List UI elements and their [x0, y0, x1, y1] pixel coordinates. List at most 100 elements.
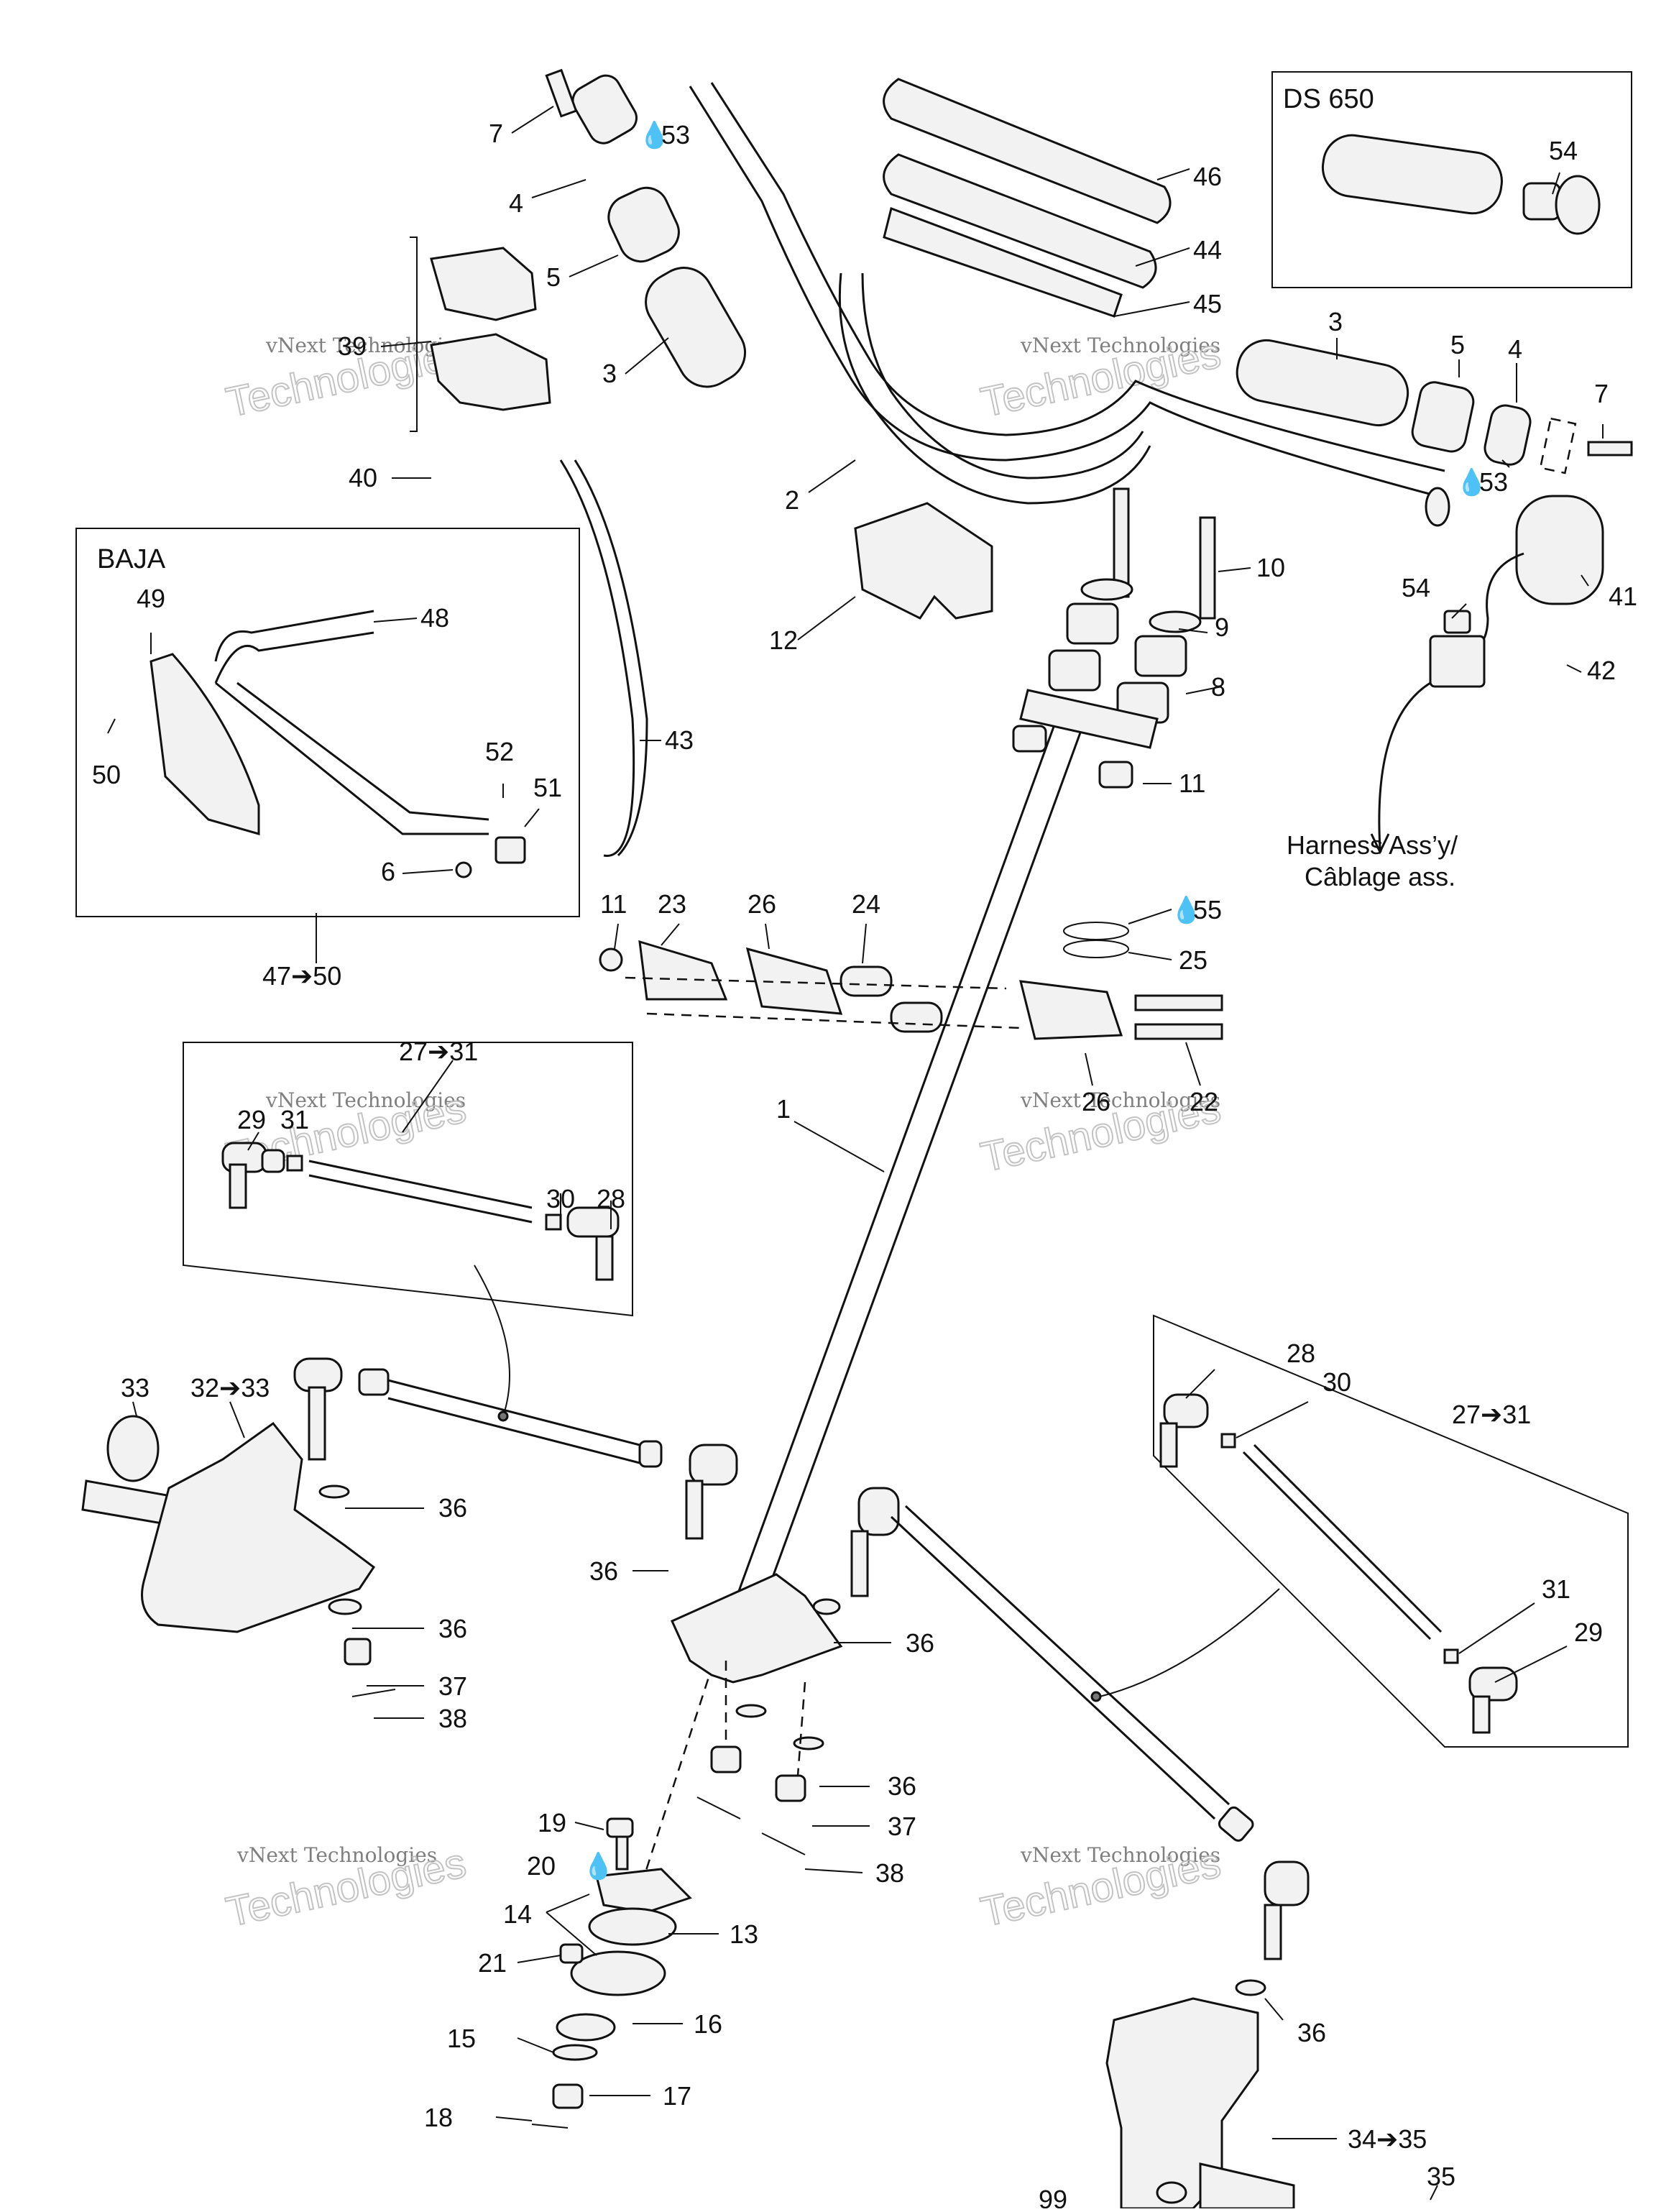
label-38: 38 — [875, 1858, 904, 1888]
label-54-ds650: 54 — [1549, 136, 1578, 165]
label-7: 7 — [489, 119, 503, 148]
label-40: 40 — [349, 463, 377, 492]
label-24: 24 — [852, 889, 880, 919]
label-15: 15 — [447, 2024, 476, 2053]
label-16: 16 — [694, 2009, 722, 2039]
right-tierod — [850, 1487, 1310, 1960]
label-44: 44 — [1193, 235, 1222, 265]
tierod-box-top — [183, 1042, 633, 1422]
label-36: 36 — [438, 1493, 467, 1523]
label-52: 52 — [485, 737, 514, 766]
label-19: 19 — [538, 1808, 566, 1837]
oil-drop-icon: 💧 — [1455, 467, 1488, 497]
tierod-range-right: 27➔31 — [1452, 1400, 1531, 1429]
steering-column — [631, 718, 1087, 1913]
label-30: 30 — [546, 1184, 575, 1213]
label-36: 36 — [438, 1614, 467, 1643]
label-29-right: 29 — [1574, 1617, 1603, 1647]
baja-title: BAJA — [97, 544, 166, 574]
throttle-housing — [410, 237, 551, 432]
left-tierod — [293, 1357, 738, 1540]
label-49: 49 — [137, 584, 165, 613]
label-37: 37 — [888, 1812, 916, 1841]
watermarks: vNext Technologies Technologies vNext Te… — [221, 329, 1225, 1937]
label-53: 53 — [661, 120, 690, 150]
label-48: 48 — [420, 603, 449, 633]
label-21: 21 — [478, 1948, 507, 1978]
label-17: 17 — [663, 2081, 691, 2111]
label-31: 31 — [280, 1105, 309, 1134]
clamp-cover — [854, 502, 993, 620]
label-36: 36 — [906, 1628, 934, 1658]
label-14: 14 — [503, 1899, 532, 1929]
left-grip-parts — [545, 68, 747, 388]
label-5-right: 5 — [1450, 330, 1465, 359]
label-20: 20 — [527, 1851, 556, 1881]
label-11-mid: 11 — [600, 889, 627, 919]
label-31-right: 31 — [1542, 1574, 1570, 1604]
harness-line1: Harness Ass’y/ — [1287, 830, 1458, 860]
label-26-right: 26 — [1082, 1087, 1110, 1116]
label-42: 42 — [1587, 656, 1616, 685]
label-1: 1 — [776, 1094, 791, 1124]
label-34-35: 34➔35 — [1348, 2124, 1427, 2154]
label-10: 10 — [1256, 553, 1285, 582]
label-11: 11 — [1179, 768, 1205, 798]
label-12: 12 — [769, 625, 798, 655]
label-35: 35 — [1427, 2162, 1455, 2191]
label-4: 4 — [509, 188, 523, 218]
leader-lines — [107, 106, 1604, 2200]
label-53-right: 53 — [1479, 467, 1508, 497]
harness-line2: Câblage ass. — [1305, 862, 1455, 891]
right-spindle — [1105, 1979, 1295, 2210]
throttle-cable — [559, 459, 635, 857]
label-32-33: 32➔33 — [190, 1373, 270, 1403]
label-4-right: 4 — [1508, 334, 1522, 364]
oil-drop-icon: 💧 — [638, 120, 671, 150]
right-grip-parts — [1236, 339, 1633, 474]
label-36-right: 36 — [1297, 2018, 1326, 2047]
label-28-right: 28 — [1287, 1339, 1315, 1368]
label-50: 50 — [92, 760, 121, 789]
label-23: 23 — [658, 889, 686, 919]
oil-drop-icon: 💧 — [1170, 895, 1202, 924]
tierod-box-right — [1099, 1314, 1629, 1748]
watermark-text: vNext Technologies — [1020, 334, 1220, 357]
label-18: 18 — [424, 2103, 453, 2132]
tierod-range-top: 27➔31 — [399, 1037, 478, 1066]
baja-box: BAJA 47➔50 — [75, 528, 580, 991]
handlebar-pads — [883, 78, 1172, 318]
label-3: 3 — [602, 359, 617, 388]
label-5: 5 — [546, 262, 561, 292]
left-spindle — [81, 1415, 396, 1697]
label-6: 6 — [381, 857, 395, 886]
label-3-right: 3 — [1328, 307, 1343, 336]
watermark-text: vNext Technologies — [265, 1088, 466, 1112]
watermark-text: vNext Technologies — [236, 1843, 437, 1867]
handlebar — [689, 82, 1450, 527]
label-22: 22 — [1190, 1087, 1218, 1116]
label-45: 45 — [1193, 289, 1222, 318]
label-26: 26 — [748, 889, 776, 919]
harness-caption: Harness Ass’y/ Câblage ass. — [1287, 830, 1458, 891]
label-25: 25 — [1179, 945, 1208, 975]
label-28: 28 — [597, 1184, 625, 1213]
mid-clamp — [599, 922, 1223, 1040]
label-99: 99 — [1039, 2185, 1067, 2208]
label-30-right: 30 — [1322, 1367, 1351, 1397]
baja-range-label: 47➔50 — [262, 961, 341, 991]
label-43: 43 — [665, 725, 694, 755]
label-33: 33 — [121, 1373, 150, 1403]
label-41: 41 — [1609, 582, 1637, 611]
callout-labels: 7 💧 53 4 5 3 39 40 2 12 43 46 44 45 3 5 … — [92, 119, 1637, 2212]
label-36: 36 — [589, 1556, 618, 1586]
watermark-text: vNext Technologies — [1020, 1843, 1220, 1867]
label-39: 39 — [338, 331, 367, 361]
lower-bearing-parts — [531, 1817, 692, 2129]
label-36: 36 — [888, 1771, 916, 1801]
label-55: 55 — [1193, 895, 1222, 924]
label-54: 54 — [1402, 573, 1430, 602]
kill-switch — [1370, 495, 1604, 855]
watermark-text: vNext Technologies — [1020, 1088, 1220, 1112]
